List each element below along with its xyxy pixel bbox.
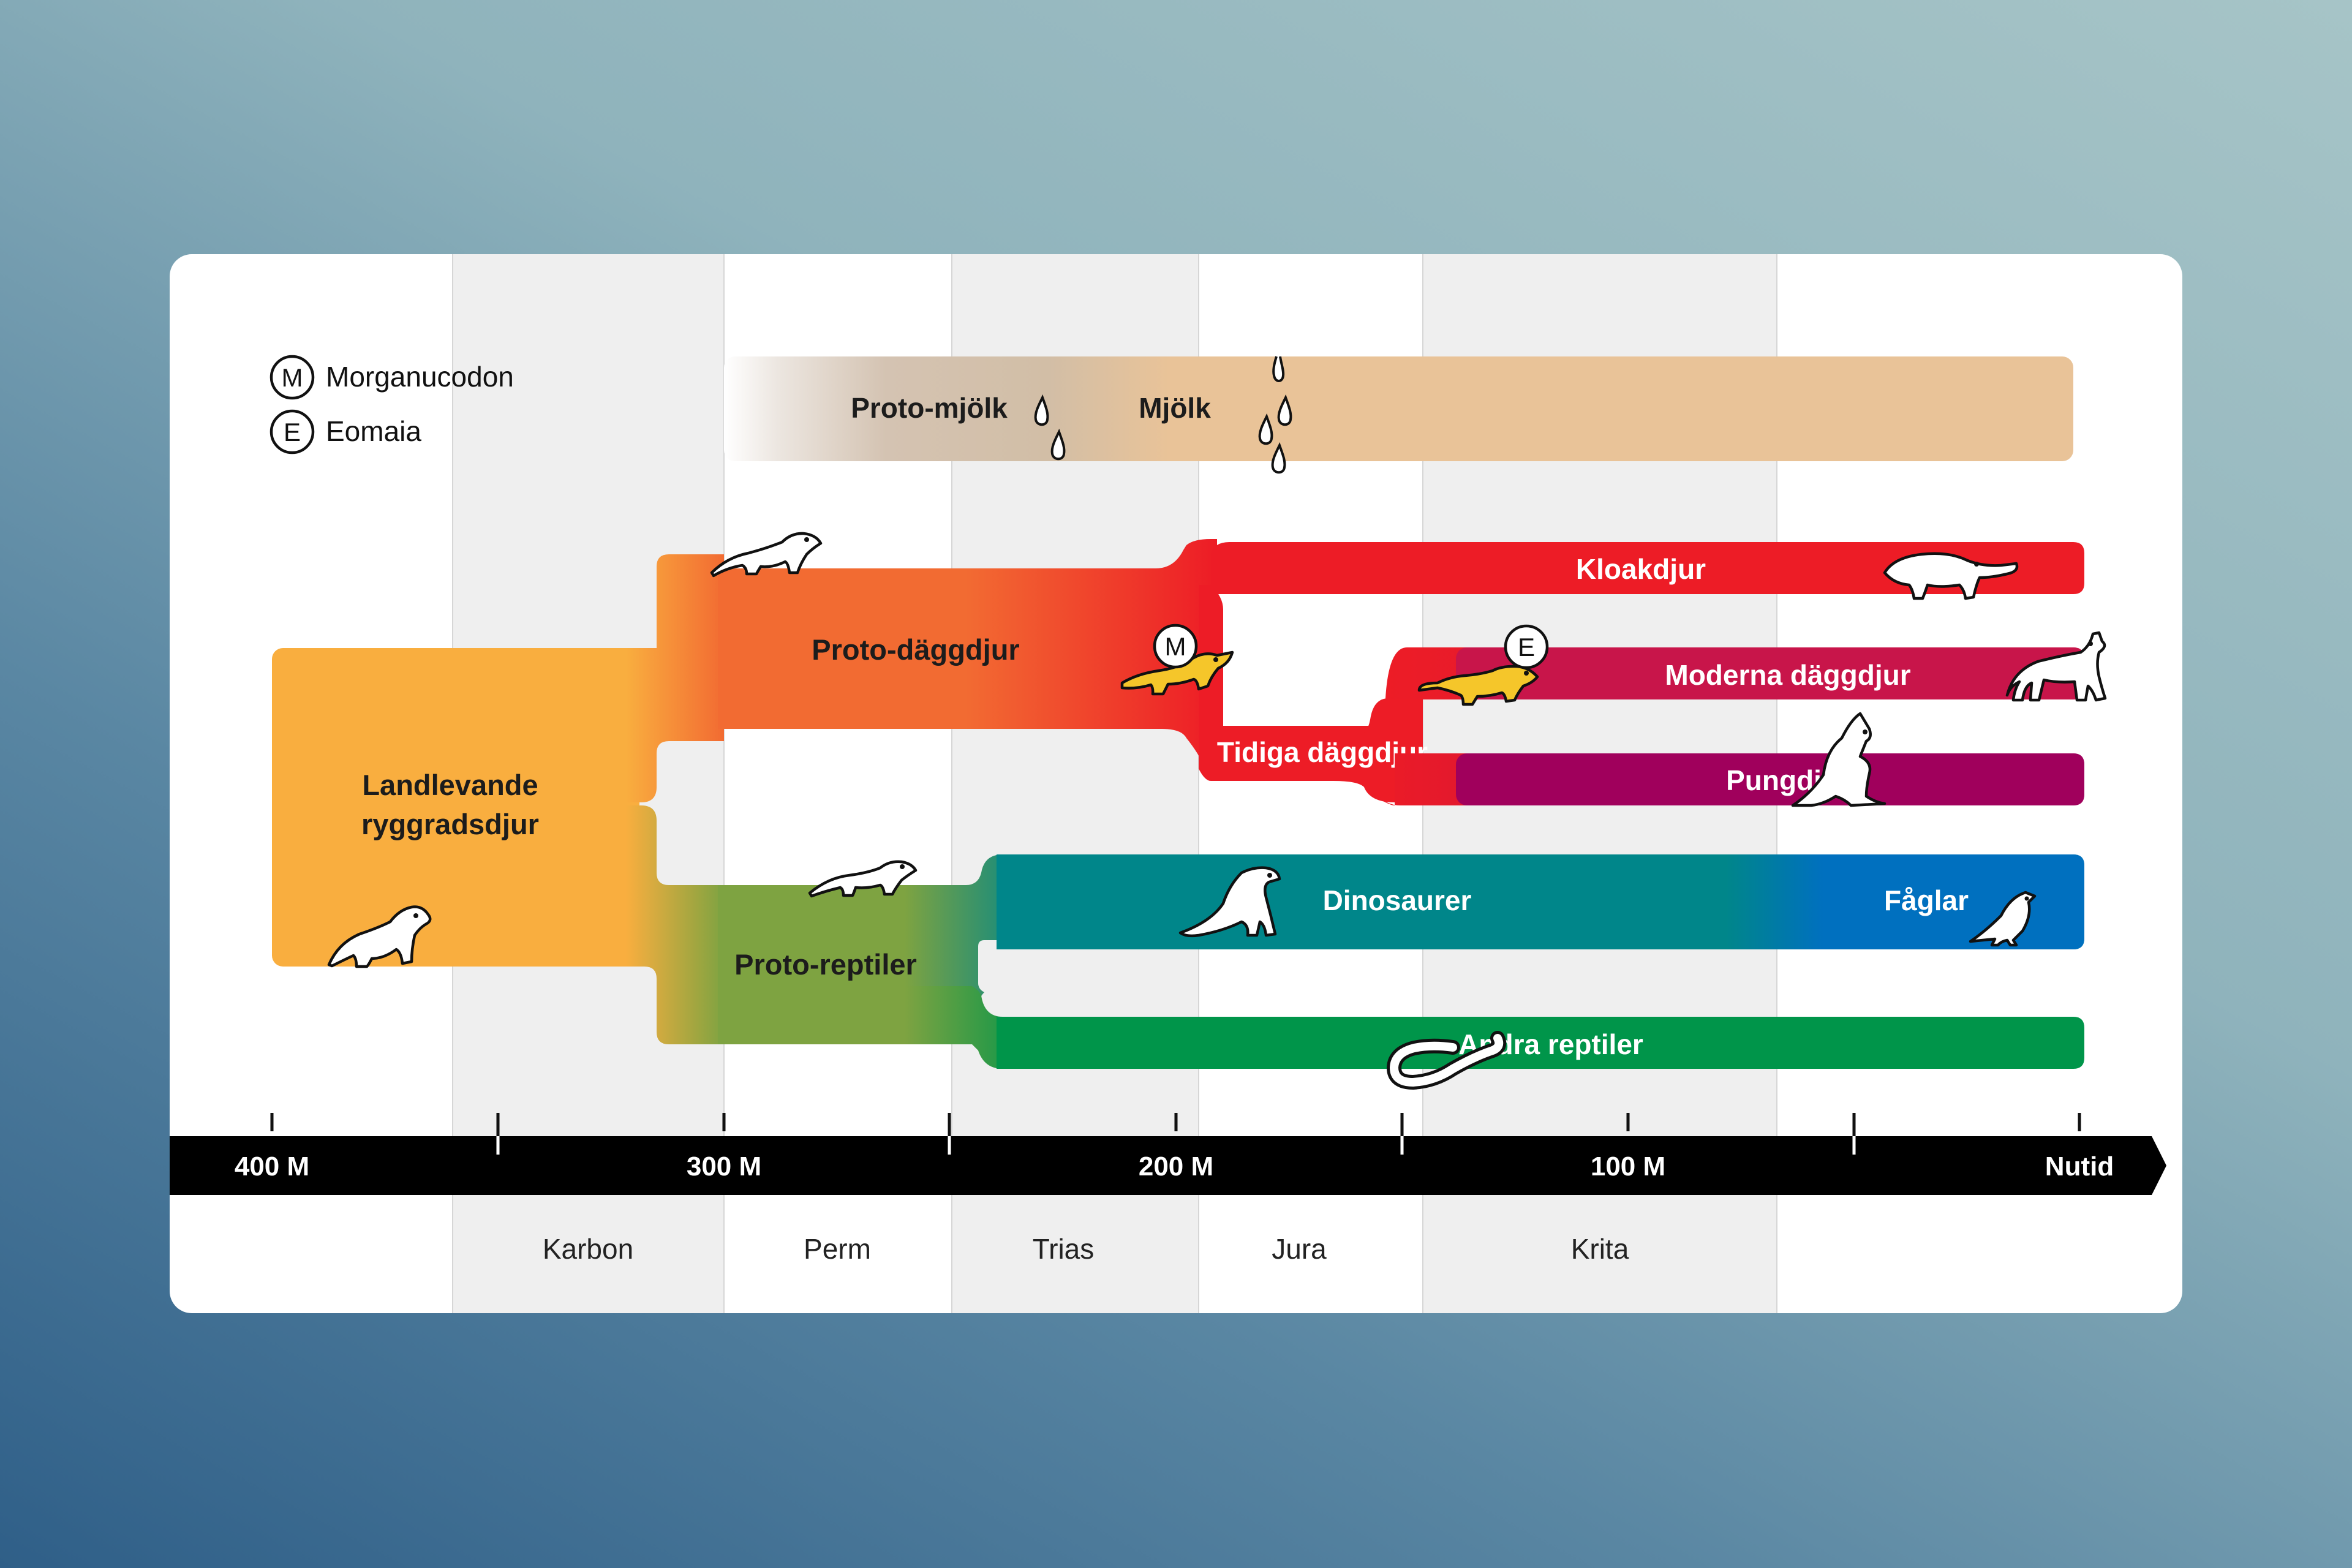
timeline-card: M Morganucodon E Eomaia Proto-mjölk Mjöl… [170, 254, 2182, 1313]
evolution-timeline-diagram: M Morganucodon E Eomaia Proto-mjölk Mjöl… [170, 254, 2182, 1313]
legend-letter-m: M [282, 363, 303, 392]
timeline-label-nutid: Nutid [2045, 1152, 2114, 1182]
period-label-perm: Perm [804, 1233, 871, 1265]
birds-label: Fåglar [1884, 884, 1969, 916]
proto-reptiles-label: Proto-reptiler [734, 948, 917, 981]
period-label-krita: Krita [1571, 1233, 1629, 1265]
timeline-label-100m: 100 M [1591, 1152, 1665, 1182]
timeline-label-300m: 300 M [687, 1152, 761, 1182]
eomaia-marker-letter: E [1518, 633, 1535, 662]
land-vertebrates-block [272, 648, 639, 967]
drop-icon [1273, 356, 1283, 381]
proto-mammals-label: Proto-däggdjur [812, 633, 1019, 666]
land-vertebrates-label-1: Landlevande [362, 769, 538, 801]
period-label-jura: Jura [1272, 1233, 1327, 1265]
legend-label-eomaia: Eomaia [326, 415, 421, 447]
timeline-label-400m: 400 M [235, 1152, 309, 1182]
morganucodon-marker-letter: M [1165, 632, 1186, 661]
land-vertebrates-label-2: ryggradsdjur [361, 808, 539, 840]
legend-label-morganucodon: Morganucodon [326, 361, 514, 393]
dinosaurs-birds-transition [1725, 854, 1823, 949]
timeline-label-200m: 200 M [1139, 1152, 1213, 1182]
dinosaurs-label: Dinosaurer [1323, 884, 1472, 916]
monotremes-label: Kloakdjur [1576, 553, 1706, 585]
period-label-trias: Trias [1033, 1233, 1095, 1265]
proto-milk-label: Proto-mjölk [851, 392, 1008, 424]
period-label-karbon: Karbon [543, 1233, 633, 1265]
legend-letter-e: E [284, 418, 301, 447]
modern-mammals-label: Moderna däggdjur [1665, 659, 1910, 691]
milk-label: Mjölk [1139, 392, 1211, 424]
